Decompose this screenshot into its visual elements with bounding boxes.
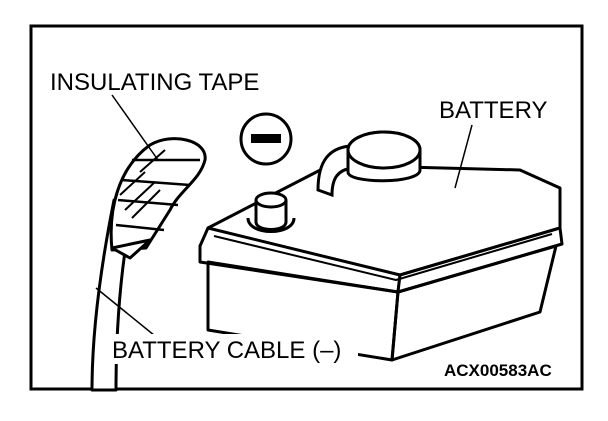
leader-battery-cable [95, 287, 161, 341]
battery-label: BATTERY [439, 97, 547, 124]
battery-case-side [390, 244, 558, 362]
leader-insulating-tape [111, 94, 159, 161]
figure-code: ACX00583AC [444, 361, 552, 380]
battery-cable-label: BATTERY CABLE (–) [112, 337, 341, 364]
minus-symbol-icon [239, 112, 293, 166]
insulating-tape-label: INSULATING TAPE [50, 69, 259, 96]
leader-battery [454, 124, 473, 189]
negative-terminal-post [246, 191, 296, 233]
battery-lid-ridge [213, 233, 553, 281]
figure-border [29, 24, 584, 391]
insulating-tape [109, 137, 207, 252]
battery-illustration [198, 163, 564, 362]
terminal-cover [316, 130, 422, 198]
